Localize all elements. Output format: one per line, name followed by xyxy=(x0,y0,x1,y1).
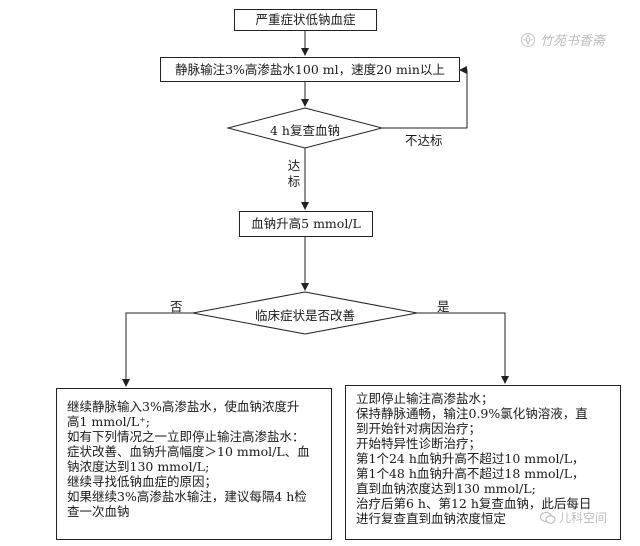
raise-label: 血钠升高5 mmol/L xyxy=(251,216,361,232)
yes-label: 是 xyxy=(437,299,450,314)
right-line-6: 第1个48 h血钠升高不超过18 mmol/L， xyxy=(356,466,585,481)
infuse-label: 静脉输注3%高渗盐水100 ml，速度20 min以上 xyxy=(175,61,445,77)
left-line-8: 查一次血钠 xyxy=(67,504,130,519)
start-label: 严重症状低钠血症 xyxy=(255,12,356,28)
right-line-4: 开始特异性诊断治疗； xyxy=(356,436,482,451)
right-line-7: 直到血钠浓度达到130 mmol/L; xyxy=(356,481,536,496)
no-label: 否 xyxy=(170,299,183,314)
watermark-top-text: 竹苑书香斋 xyxy=(540,34,606,49)
right-line-2: 保持静脉通畅，输注0.9%氯化钠溶液，直 xyxy=(356,406,588,421)
left-line-5: 钠浓度达到130 mmol/L; xyxy=(67,459,210,474)
right-line-5: 第1个24 h血钠升高不超过10 mmol/L， xyxy=(356,451,585,466)
left-line-7: 如果继续3%高渗盐水输注，建议每隔4 h检 xyxy=(67,489,307,504)
infuse-box: 静脉输注3%高渗盐水100 ml，速度20 min以上 xyxy=(160,57,460,82)
improve-label: 临床症状是否改善 xyxy=(254,308,355,323)
lotus-logo-icon xyxy=(521,32,535,47)
right-line-8: 治疗后第6 h、第12 h复查血钠，此后每日 xyxy=(356,496,592,511)
yes-result-box: 立即停止输注高渗盐水； 保持静脉通畅，输注0.9%氯化钠溶液，直 到开始针对病因… xyxy=(345,385,621,540)
reached-label: 达 标 xyxy=(287,158,301,190)
left-line-4: 症状改善、血钠升高幅度＞10 mmol/L、血 xyxy=(67,444,310,459)
start-box: 严重症状低钠血症 xyxy=(234,9,377,31)
watermark-bottom-right: 儿科空间 xyxy=(540,509,607,526)
watermark-bottom-text: 儿科空间 xyxy=(559,511,608,525)
watermark-top-right: 竹苑书香斋 xyxy=(520,30,605,49)
left-line-6: 继续寻找低钠血症的原因； xyxy=(67,474,218,489)
not-reached-label: 不达标 xyxy=(405,133,443,148)
right-line-1: 立即停止输注高渗盐水； xyxy=(356,391,494,406)
left-line-3: 如有下列情况之一立即停止输注高渗盐水： xyxy=(67,429,305,444)
arrow-yes-branch xyxy=(417,312,509,384)
no-result-box: 继续静脉输入3%高渗盐水，使血钠浓度升 高1 mmol/L⁺; 如有下列情况之一… xyxy=(56,388,332,540)
left-line-1: 继续静脉输入3%高渗盐水，使血钠浓度升 xyxy=(67,399,300,414)
right-line-3: 到开始针对病因治疗； xyxy=(356,421,482,436)
arrow-not-reached-loop xyxy=(382,66,468,129)
raise-box: 血钠升高5 mmol/L xyxy=(239,211,373,237)
right-line-9: 进行复查直到血钠浓度恒定 xyxy=(356,511,507,526)
left-line-2: 高1 mmol/L⁺; xyxy=(67,414,150,429)
reached-text: 达 标 xyxy=(287,158,301,189)
recheck-label: 4 h复查血钠 xyxy=(270,123,340,138)
wechat-icon xyxy=(540,511,556,524)
arrow-no-branch xyxy=(122,312,193,387)
improve-diamond xyxy=(192,291,418,335)
